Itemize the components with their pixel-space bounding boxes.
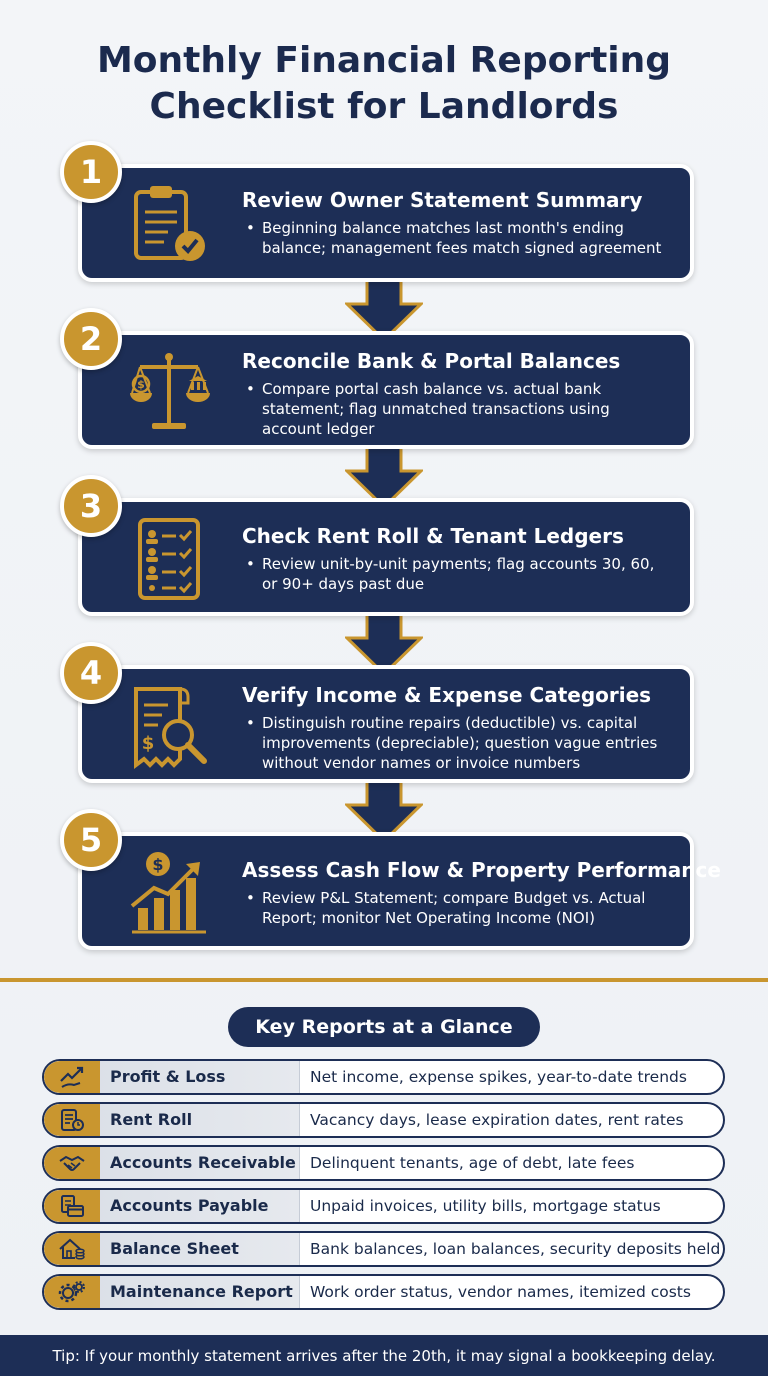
report-name: Profit & Loss <box>110 1067 226 1086</box>
step-heading: Check Rent Roll & Tenant Ledgers <box>242 524 624 548</box>
scale-bank-icon: $ <box>130 353 210 429</box>
step-number-badge: 5 <box>60 809 122 871</box>
tip-text: Tip: If your monthly statement arrives a… <box>52 1346 716 1365</box>
step-description: Distinguish routine repairs (deductible)… <box>246 713 686 773</box>
report-name: Maintenance Report <box>110 1282 293 1301</box>
step-number-badge: 2 <box>60 308 122 370</box>
report-row: Balance Sheet Bank balances, loan balanc… <box>42 1231 725 1267</box>
step-number-badge: 4 <box>60 642 122 704</box>
gears-icon <box>58 1281 85 1303</box>
svg-text:$: $ <box>142 733 155 754</box>
step-number-badge: 3 <box>60 475 122 537</box>
report-description: Vacancy days, lease expiration dates, re… <box>310 1111 684 1129</box>
handshake-icon <box>59 1155 85 1171</box>
page-title: Monthly Financial Reporting Checklist fo… <box>0 38 768 130</box>
title-line-1: Monthly Financial Reporting <box>96 40 672 81</box>
report-row: Accounts Payable Unpaid invoices, utilit… <box>42 1188 725 1224</box>
svg-text:$: $ <box>152 855 163 874</box>
report-description: Unpaid invoices, utility bills, mortgage… <box>310 1197 661 1215</box>
step-heading: Reconcile Bank & Portal Balances <box>242 349 621 373</box>
step-description: Compare portal cash balance vs. actual b… <box>246 379 686 439</box>
report-description: Work order status, vendor names, itemize… <box>310 1283 691 1301</box>
tip-footer: Tip: If your monthly statement arrives a… <box>0 1335 768 1376</box>
step-heading: Assess Cash Flow & Property Performance <box>242 858 721 882</box>
report-name: Accounts Receivable <box>110 1153 296 1172</box>
report-row: Maintenance Report Work order status, ve… <box>42 1274 725 1310</box>
report-name: Accounts Payable <box>110 1196 269 1215</box>
section-divider <box>0 978 768 982</box>
step-description: Review unit-by-unit payments; flag accou… <box>246 554 686 594</box>
growth-chart-icon: $ <box>130 852 206 934</box>
step-description: Review P&L Statement; compare Budget vs.… <box>246 888 686 928</box>
report-description: Delinquent tenants, age of debt, late fe… <box>310 1154 635 1172</box>
receipt-magnifier-icon: $ <box>134 687 207 769</box>
step-heading: Verify Income & Expense Categories <box>242 683 652 707</box>
step-card-1: Review Owner Statement Summary Beginning… <box>78 164 694 282</box>
report-name: Rent Roll <box>110 1110 193 1129</box>
report-description: Net income, expense spikes, year-to-date… <box>310 1068 687 1086</box>
clipboard-check-icon <box>134 186 205 261</box>
trend-hand-icon <box>60 1066 84 1088</box>
report-row: Rent Roll Vacancy days, lease expiration… <box>42 1102 725 1138</box>
step-heading: Review Owner Statement Summary <box>242 188 643 212</box>
clock-list-icon <box>61 1109 84 1131</box>
step-card-5: $ Assess Cash Flow & Property Performanc… <box>78 832 721 950</box>
title-line-2: Checklist for Landlords <box>149 86 619 127</box>
card-invoice-icon <box>61 1195 84 1217</box>
step-card-2: $ Reconcile Bank & Portal Balances Compa… <box>78 331 694 449</box>
tenant-list-icon <box>138 518 200 600</box>
step-card-4: $ Verify Income & Expense Categories Dis… <box>78 665 694 783</box>
step-card-3: Check Rent Roll & Tenant Ledgers Review … <box>78 498 694 616</box>
reports-section-title: Key Reports at a Glance <box>228 1007 540 1047</box>
report-name: Balance Sheet <box>110 1239 239 1258</box>
step-number-badge: 1 <box>60 141 122 203</box>
report-row: Profit & Loss Net income, expense spikes… <box>42 1059 725 1095</box>
report-row: Accounts Receivable Delinquent tenants, … <box>42 1145 725 1181</box>
svg-text:$: $ <box>137 378 145 391</box>
step-description: Beginning balance matches last month's e… <box>246 218 686 258</box>
house-coins-icon <box>59 1238 85 1260</box>
report-description: Bank balances, loan balances, security d… <box>310 1240 721 1258</box>
